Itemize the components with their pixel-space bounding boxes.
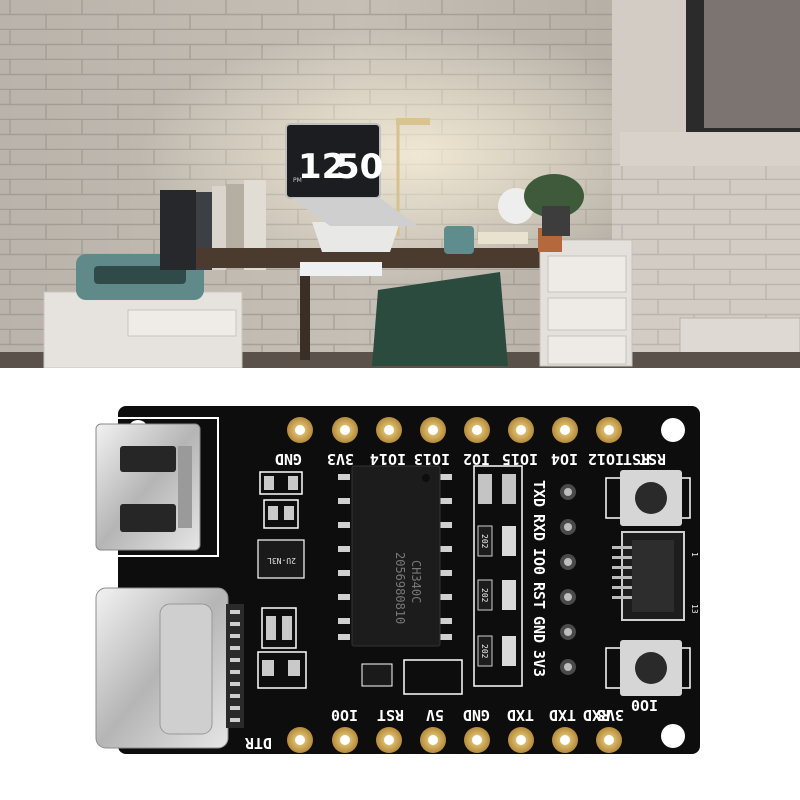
label-top-io12: IO12 bbox=[588, 450, 624, 468]
desk-top bbox=[196, 248, 584, 268]
notebook bbox=[300, 262, 382, 276]
label-connector-pin-last: 13 bbox=[690, 604, 699, 614]
boot-button bbox=[605, 640, 691, 696]
mounting-hole-top-right bbox=[661, 418, 685, 442]
label-side-gnd: GND bbox=[530, 616, 548, 643]
label-bottom-rst: RST bbox=[377, 706, 404, 724]
desk-leg bbox=[300, 268, 310, 360]
window-pane bbox=[704, 0, 800, 128]
window-sill bbox=[620, 132, 800, 166]
desk-photo: PM 12 50 bbox=[0, 0, 800, 368]
label-bottom-txd-2: TXD bbox=[549, 706, 576, 724]
resistor-code-2: 202 bbox=[480, 588, 489, 603]
jumper-block bbox=[403, 659, 463, 695]
ch340c-chip bbox=[338, 465, 452, 647]
clock-minutes: 50 bbox=[336, 147, 383, 187]
reset-button bbox=[605, 470, 691, 526]
voltage-regulator bbox=[257, 539, 305, 579]
top-pin-labels: GND 3V3 IO14 IO13 IO2 IO15 IO4 IO12 RST bbox=[275, 450, 666, 468]
label-bottom-5v: 5V bbox=[426, 706, 444, 724]
book-5 bbox=[244, 180, 266, 270]
chip-date-code: 2056980810 bbox=[393, 552, 407, 624]
right-drawer-2 bbox=[547, 297, 627, 331]
label-top-io13: IO13 bbox=[414, 450, 450, 468]
label-bottom-io0: IO0 bbox=[331, 706, 358, 724]
label-bottom-gnd: GND bbox=[463, 706, 490, 724]
label-bottom-3v3: 3V3 bbox=[597, 706, 624, 724]
mounting-hole-bottom-right bbox=[661, 724, 685, 748]
fpc-connector bbox=[612, 531, 685, 621]
label-bottom-dtr: DTR bbox=[244, 734, 272, 752]
plant-pot-2 bbox=[542, 206, 570, 236]
coffee-mug bbox=[444, 226, 474, 254]
smd-parts-left bbox=[257, 471, 307, 689]
label-top-3v3: 3V3 bbox=[327, 450, 354, 468]
label-top-io14: IO14 bbox=[370, 450, 406, 468]
label-top-gnd: GND bbox=[275, 450, 302, 468]
label-bottom-rxd: RXD bbox=[583, 706, 610, 724]
label-side-rst: RST bbox=[530, 582, 548, 609]
top-pin-pads bbox=[287, 417, 622, 443]
lamp-head bbox=[396, 118, 430, 125]
resistor-code-1: 202 bbox=[480, 534, 489, 549]
left-drawer-front bbox=[127, 309, 237, 337]
label-reset-button: RST bbox=[623, 450, 650, 468]
label-top-io4: IO4 bbox=[551, 450, 578, 468]
clock-hours: 12 bbox=[298, 147, 345, 187]
regulator-marking: 2U-N3L bbox=[267, 556, 296, 565]
bottom-pin-pads bbox=[287, 727, 622, 753]
label-connector-pin-first: 1 bbox=[690, 552, 699, 557]
label-side-txd: TXD bbox=[530, 480, 548, 507]
chip-label: CH340C bbox=[409, 560, 423, 603]
side-header-labels: TXD RXD IO0 RST GND 3V3 bbox=[530, 480, 548, 677]
usb-serial-board-photo: 2U-N3L CH340C 2056980810 202 20 bbox=[95, 406, 700, 754]
label-side-3v3: 3V3 bbox=[530, 650, 548, 677]
label-top-io2: IO2 bbox=[463, 450, 490, 468]
laptop-base bbox=[292, 198, 418, 226]
label-bottom-txd-1: TXD bbox=[507, 706, 534, 724]
resistor-code-3: 202 bbox=[480, 644, 489, 659]
side-header-pads bbox=[560, 484, 576, 675]
usb-c-connector bbox=[95, 587, 244, 749]
right-drawer-1 bbox=[547, 255, 627, 293]
transistor-1 bbox=[361, 663, 393, 687]
label-side-rxd: RXD bbox=[530, 514, 548, 541]
bottom-pin-labels: DTR IO0 RST 5V GND TXD TXD RXD 3V3 bbox=[244, 706, 624, 752]
typewriter-keys bbox=[94, 266, 186, 284]
resistor-led-column bbox=[473, 465, 523, 687]
book-on-desk bbox=[478, 232, 528, 244]
laptop-stand bbox=[312, 222, 400, 252]
label-top-rst: RST bbox=[639, 450, 666, 468]
micro-usb-connector bbox=[95, 417, 219, 557]
clock-period: PM bbox=[293, 177, 302, 184]
right-drawer-3 bbox=[547, 335, 627, 365]
chair bbox=[372, 272, 508, 366]
label-side-io0: IO0 bbox=[530, 548, 548, 575]
book-1 bbox=[160, 190, 196, 270]
label-top-io15: IO15 bbox=[502, 450, 538, 468]
label-boot-button: IO0 bbox=[631, 696, 658, 714]
